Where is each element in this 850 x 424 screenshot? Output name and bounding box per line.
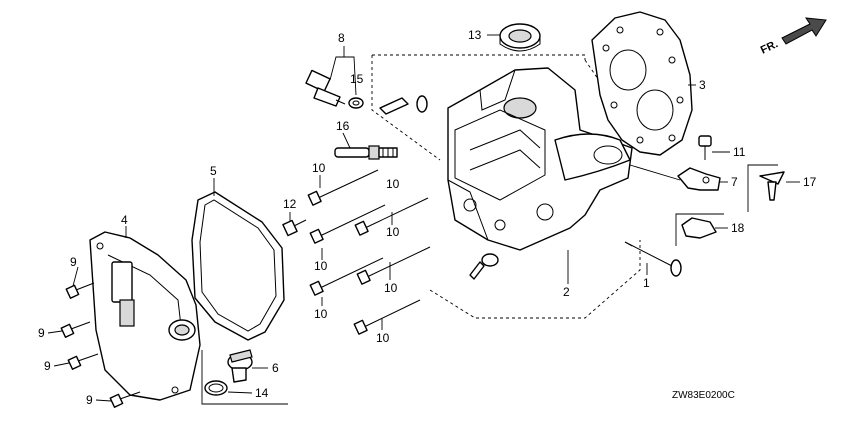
cylinder-head[interactable] (447, 67, 633, 251)
callout-9d: 9 (86, 393, 93, 407)
callout-10b: 10 (314, 259, 328, 273)
callout-1: 1 (643, 276, 650, 290)
callout-14: 14 (255, 386, 269, 400)
direction-label: FR. (759, 38, 780, 56)
bolt-11[interactable] (698, 135, 712, 160)
oil-filler-cap[interactable] (227, 349, 253, 383)
callout-4: 4 (121, 213, 128, 227)
oil-seal[interactable] (499, 23, 541, 52)
bracket-18[interactable] (681, 217, 717, 239)
clip-17-boundary (747, 164, 778, 212)
head-cover[interactable] (89, 231, 201, 401)
bolt-9b[interactable] (60, 321, 91, 338)
leader-14 (227, 391, 253, 394)
spark-plug[interactable] (334, 145, 398, 160)
clip-17[interactable] (759, 171, 785, 201)
bracket-18-boundary (675, 213, 724, 246)
callout-7: 7 (731, 175, 738, 189)
callout-17: 17 (803, 175, 817, 189)
head-cover-gasket[interactable] (191, 191, 285, 341)
callout-5: 5 (210, 164, 217, 178)
callout-16: 16 (336, 119, 350, 133)
callout-11: 11 (733, 145, 746, 159)
callout-10e: 10 (384, 281, 398, 295)
callout-10d: 10 (314, 307, 328, 321)
callout-18: 18 (731, 221, 745, 235)
o-ring-15[interactable] (348, 97, 364, 109)
head-group-boundary (372, 54, 586, 60)
drawing-code: ZW83E0200C (672, 390, 735, 401)
callout-6: 6 (272, 361, 279, 375)
callout-8: 8 (338, 31, 345, 45)
callout-10g: 10 (386, 177, 400, 191)
front-direction-arrow-icon: FR. (759, 17, 827, 57)
cover-group-boundary (201, 350, 288, 405)
leader-9c (53, 362, 70, 367)
flange-bolt-10g[interactable] (469, 253, 499, 280)
bolt-9c[interactable] (67, 353, 99, 370)
callout-3: 3 (699, 78, 706, 92)
flange-bolt-10a[interactable] (307, 169, 379, 206)
cylinder-head-gasket[interactable] (591, 11, 693, 156)
temperature-sensor[interactable] (305, 69, 346, 107)
stud-bolt[interactable] (624, 241, 682, 277)
head-group-boundary-left (371, 55, 441, 161)
dowel-pin[interactable] (379, 97, 409, 115)
leader-8 (329, 56, 357, 96)
bracket-clip-7[interactable] (677, 167, 721, 191)
callout-2: 2 (563, 285, 570, 299)
callout-9c: 9 (44, 359, 51, 373)
callout-10f: 10 (376, 331, 390, 345)
flange-bolt-10f[interactable] (353, 299, 421, 335)
flange-bolt-10e[interactable] (356, 246, 431, 285)
bolt-9d[interactable] (109, 391, 141, 408)
leader-9d (95, 399, 112, 402)
dowel-ring[interactable] (416, 95, 428, 113)
callout-15: 15 (350, 72, 364, 86)
leader-9a (72, 266, 79, 287)
callout-9a: 9 (70, 255, 77, 269)
callout-13: 13 (468, 28, 482, 42)
leader-16 (342, 132, 351, 149)
callout-10a: 10 (312, 161, 326, 175)
flange-bolt-10b[interactable] (309, 204, 386, 244)
callout-12: 12 (283, 197, 297, 211)
o-ring-14[interactable] (204, 380, 228, 396)
bolt-9a[interactable] (65, 282, 95, 299)
flange-bolt-10c[interactable] (354, 197, 429, 236)
leader-7b (629, 164, 681, 181)
bolt-12[interactable] (282, 219, 307, 237)
leader-9b (47, 330, 63, 334)
head-group-boundary-bottom (429, 240, 641, 319)
callout-9b: 9 (38, 326, 45, 340)
flange-bolt-10d[interactable] (309, 257, 384, 296)
callout-10c: 10 (386, 225, 400, 239)
